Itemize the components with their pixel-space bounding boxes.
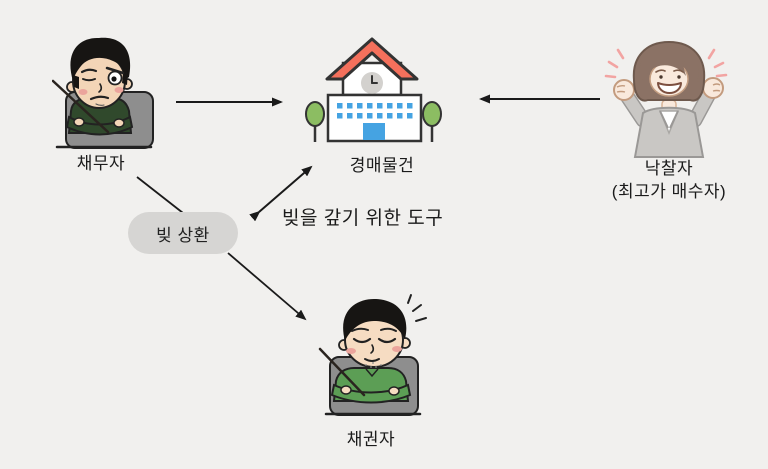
tree-icon	[305, 101, 325, 142]
stick-icon	[318, 347, 366, 397]
excitement-marks	[604, 48, 728, 79]
roof	[325, 37, 419, 81]
windows	[337, 103, 413, 119]
smile	[657, 82, 682, 94]
creditor-label: 채권자	[346, 430, 396, 449]
relief-marks	[407, 294, 427, 322]
debtor-figure	[52, 37, 154, 149]
winning-bidder-main-label: 낙찰자	[644, 159, 694, 178]
stubble	[365, 362, 382, 368]
winning-bidder-figure	[604, 40, 728, 158]
bangs	[639, 47, 699, 84]
debt-repayment-pill: 빚 상환	[128, 212, 238, 254]
tool-note-text: 빚을 갚기 위한 도구	[282, 208, 444, 229]
line-debtor-to-repayment	[136, 176, 184, 214]
school-building-icon	[305, 37, 442, 143]
tree-icon	[422, 101, 442, 142]
double-arrow-auction-repayment	[249, 165, 313, 222]
fist	[613, 79, 635, 101]
winning-bidder-label: 낙찰자 (최고가 매수자)	[589, 157, 749, 203]
arrow-repayment-to-creditor	[227, 252, 307, 321]
auction-item-label: 경매물건	[349, 156, 415, 175]
creditor-figure	[318, 294, 427, 416]
fist	[702, 77, 724, 99]
stick-icon	[52, 79, 110, 134]
door	[363, 123, 385, 140]
winning-bidder-sub-label: (최고가 매수자)	[611, 182, 727, 201]
debtor-label: 채무자	[76, 154, 126, 173]
clock-icon	[361, 72, 383, 94]
